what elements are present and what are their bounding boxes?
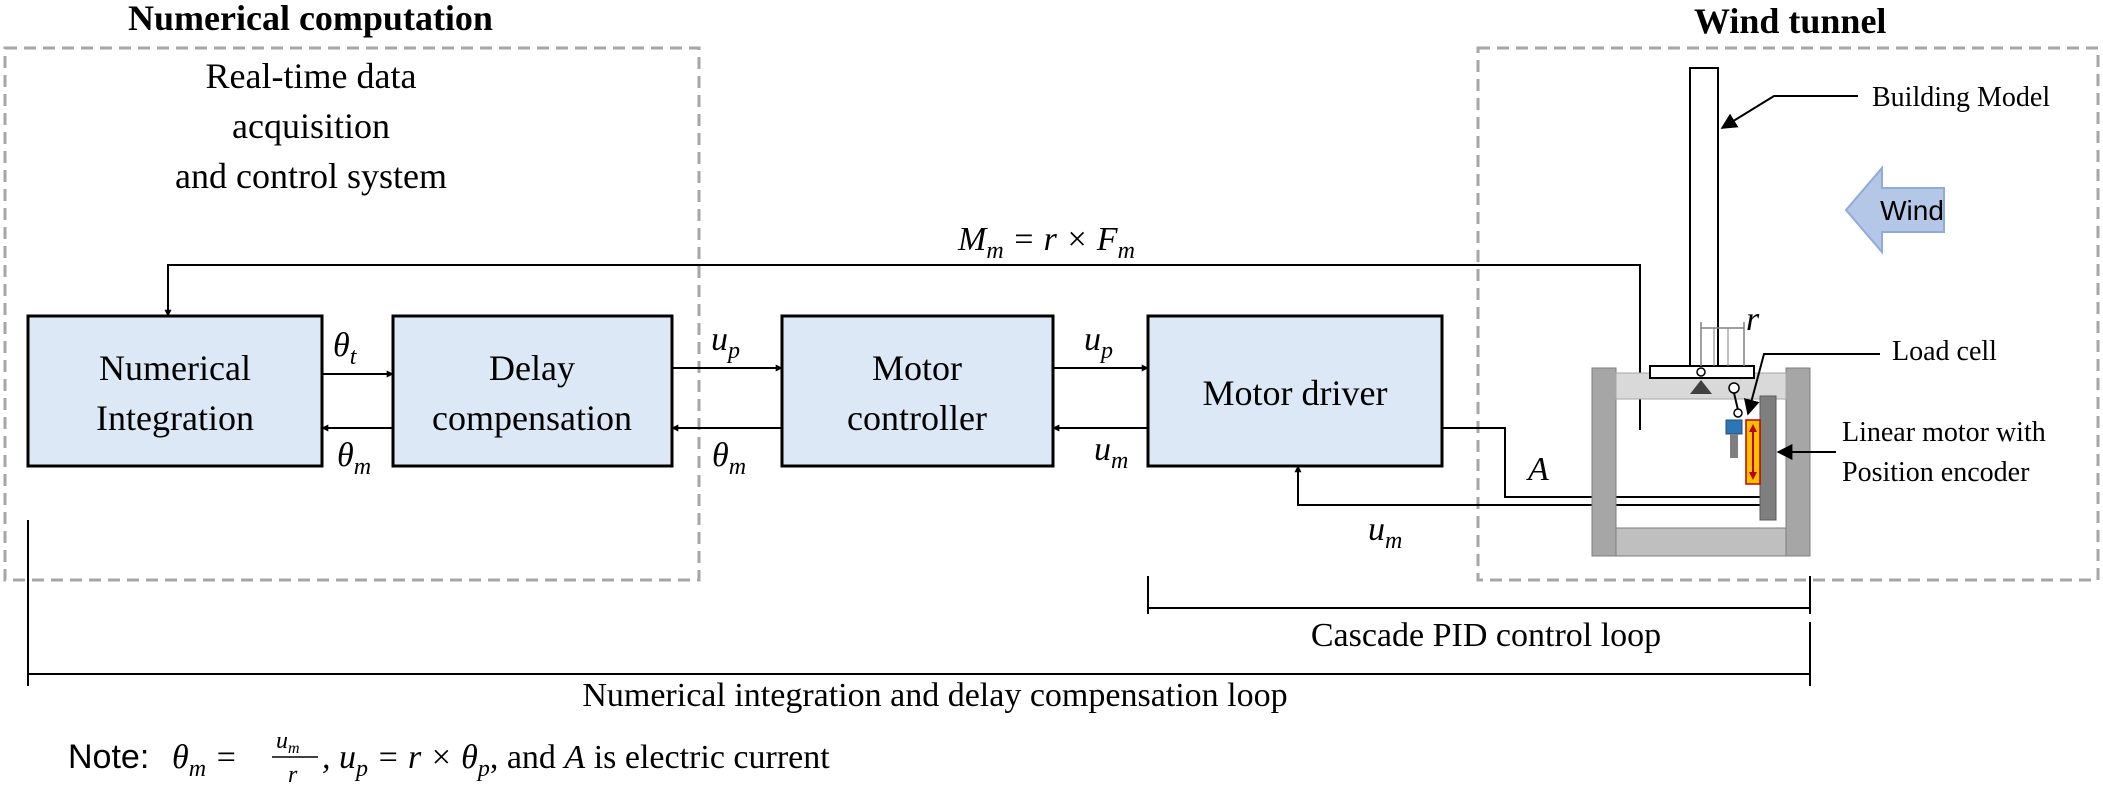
header-numerical-computation: Numerical computation (128, 0, 493, 38)
pivot-support (1690, 380, 1712, 394)
numerical-integration-line-2: Integration (96, 398, 254, 438)
label-u-m-2: um (1368, 511, 1402, 554)
motor-controller-line-1: Motor (872, 348, 962, 388)
numerical-integration-line-1: Numerical (99, 348, 251, 388)
label-u-p-2: up (1084, 321, 1113, 364)
note-prefix: Note: (68, 738, 149, 776)
wind-tunnel-region (1476, 46, 2100, 582)
label-theta-t: θt (333, 327, 358, 370)
realtime-line-2: acquisition (232, 106, 390, 146)
realtime-line-1: Real-time data (206, 56, 417, 96)
label-u-m-1: um (1094, 431, 1128, 474)
pivot (1696, 367, 1706, 377)
delay-compensation-line-1: Delay (489, 348, 575, 388)
motor-controller-line-2: controller (847, 398, 987, 438)
numerical-integration-block (26, 314, 324, 468)
linear-motor-stator (1759, 395, 1777, 521)
integration-loop-label: Numerical integration and delay compensa… (582, 677, 1287, 714)
building-model-label: Building Model (1872, 82, 2050, 113)
note-fraction-denominator: r (288, 762, 298, 788)
feedback-moment-line (164, 264, 1641, 430)
motion-arrow-head-down (1749, 472, 1757, 480)
frame-right-post (1785, 367, 1811, 557)
wind-tunnel-apparatus: r Wind (1591, 67, 1945, 557)
motor-driver-block (1146, 314, 1444, 468)
note: Note: θm = um r , up = r × θp, and A is … (68, 728, 830, 788)
motor-controller-block (780, 314, 1055, 468)
note-theta-m: θm = (172, 739, 238, 782)
building-model-callout (1720, 95, 1858, 129)
building-model-column (1689, 67, 1719, 369)
delay-compensation-line-2: compensation (432, 398, 632, 438)
current-line (1442, 427, 1763, 498)
motor-driver-label: Motor driver (1203, 373, 1388, 413)
label-theta-m-2: θm (712, 437, 746, 480)
label-theta-m-1: θm (337, 437, 371, 480)
wind-arrow-label: Wind (1880, 195, 1944, 226)
cascade-loop-label: Cascade PID control loop (1311, 617, 1661, 654)
label-u-p-1: up (711, 321, 740, 364)
delay-compensation-block (391, 314, 674, 468)
label-current-A: A (1526, 451, 1549, 488)
linkage-rod (1733, 392, 1739, 411)
load-cell-label: Load cell (1892, 336, 1997, 367)
linear-motor-label-1: Linear motor with (1842, 417, 2046, 448)
note-fraction-numerator: um (276, 728, 300, 757)
realtime-line-3: and control system (175, 156, 447, 196)
load-cell-callout (1743, 353, 1880, 416)
header-wind-tunnel: Wind tunnel (1694, 1, 1886, 41)
load-cell (1725, 419, 1743, 435)
note-part-2: , up = r × θp, and A is electric current (322, 739, 830, 782)
linear-motor-label-2: Position encoder (1842, 457, 2030, 488)
frame-bottom-bar (1615, 527, 1787, 557)
label-radius-r: r (1746, 301, 1760, 338)
wind-arrow-shape (1844, 165, 1945, 255)
motion-arrow-head-up (1749, 424, 1757, 432)
linkage-joint-bottom (1733, 408, 1743, 418)
linkage-joint-top (1728, 382, 1740, 394)
frame-left-post (1591, 367, 1617, 557)
numerical-computation-region (3, 46, 701, 582)
load-cell-mount (1730, 434, 1738, 458)
label-moment-equation: Mm = r × Fm (957, 221, 1135, 264)
